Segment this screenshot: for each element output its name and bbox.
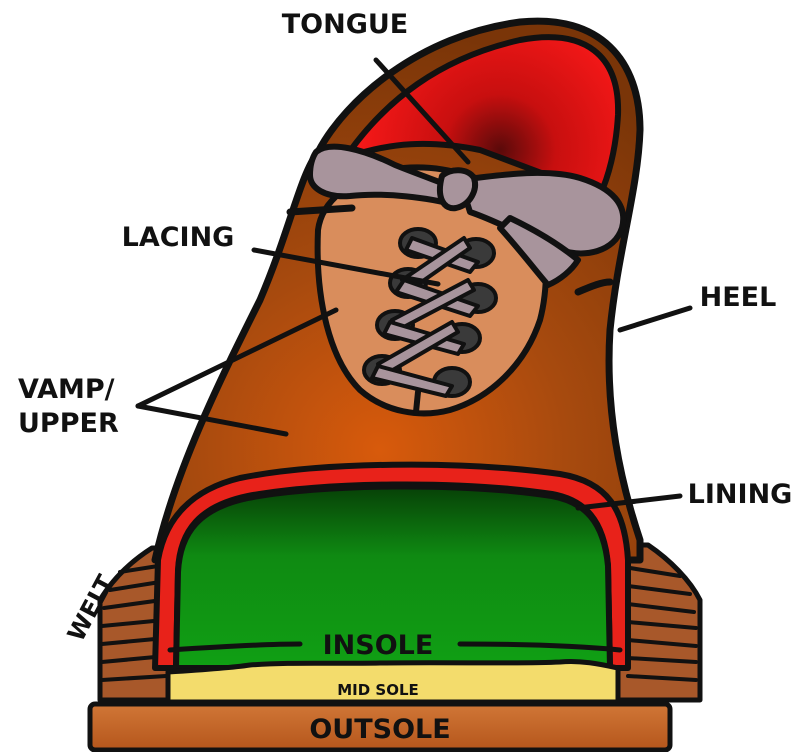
- label-lacing: LACING: [122, 222, 235, 253]
- label-insole: INSOLE: [323, 630, 434, 661]
- heel-leader: [620, 308, 690, 330]
- label-heel: HEEL: [700, 282, 777, 313]
- label-vamp-line2: UPPER: [18, 408, 119, 439]
- label-outsole: OUTSOLE: [309, 714, 450, 745]
- label-midsole: MID SOLE: [337, 681, 419, 699]
- label-tongue: TONGUE: [282, 9, 409, 40]
- label-vamp-line1: VAMP/: [18, 374, 115, 405]
- label-lining: LINING: [688, 479, 793, 510]
